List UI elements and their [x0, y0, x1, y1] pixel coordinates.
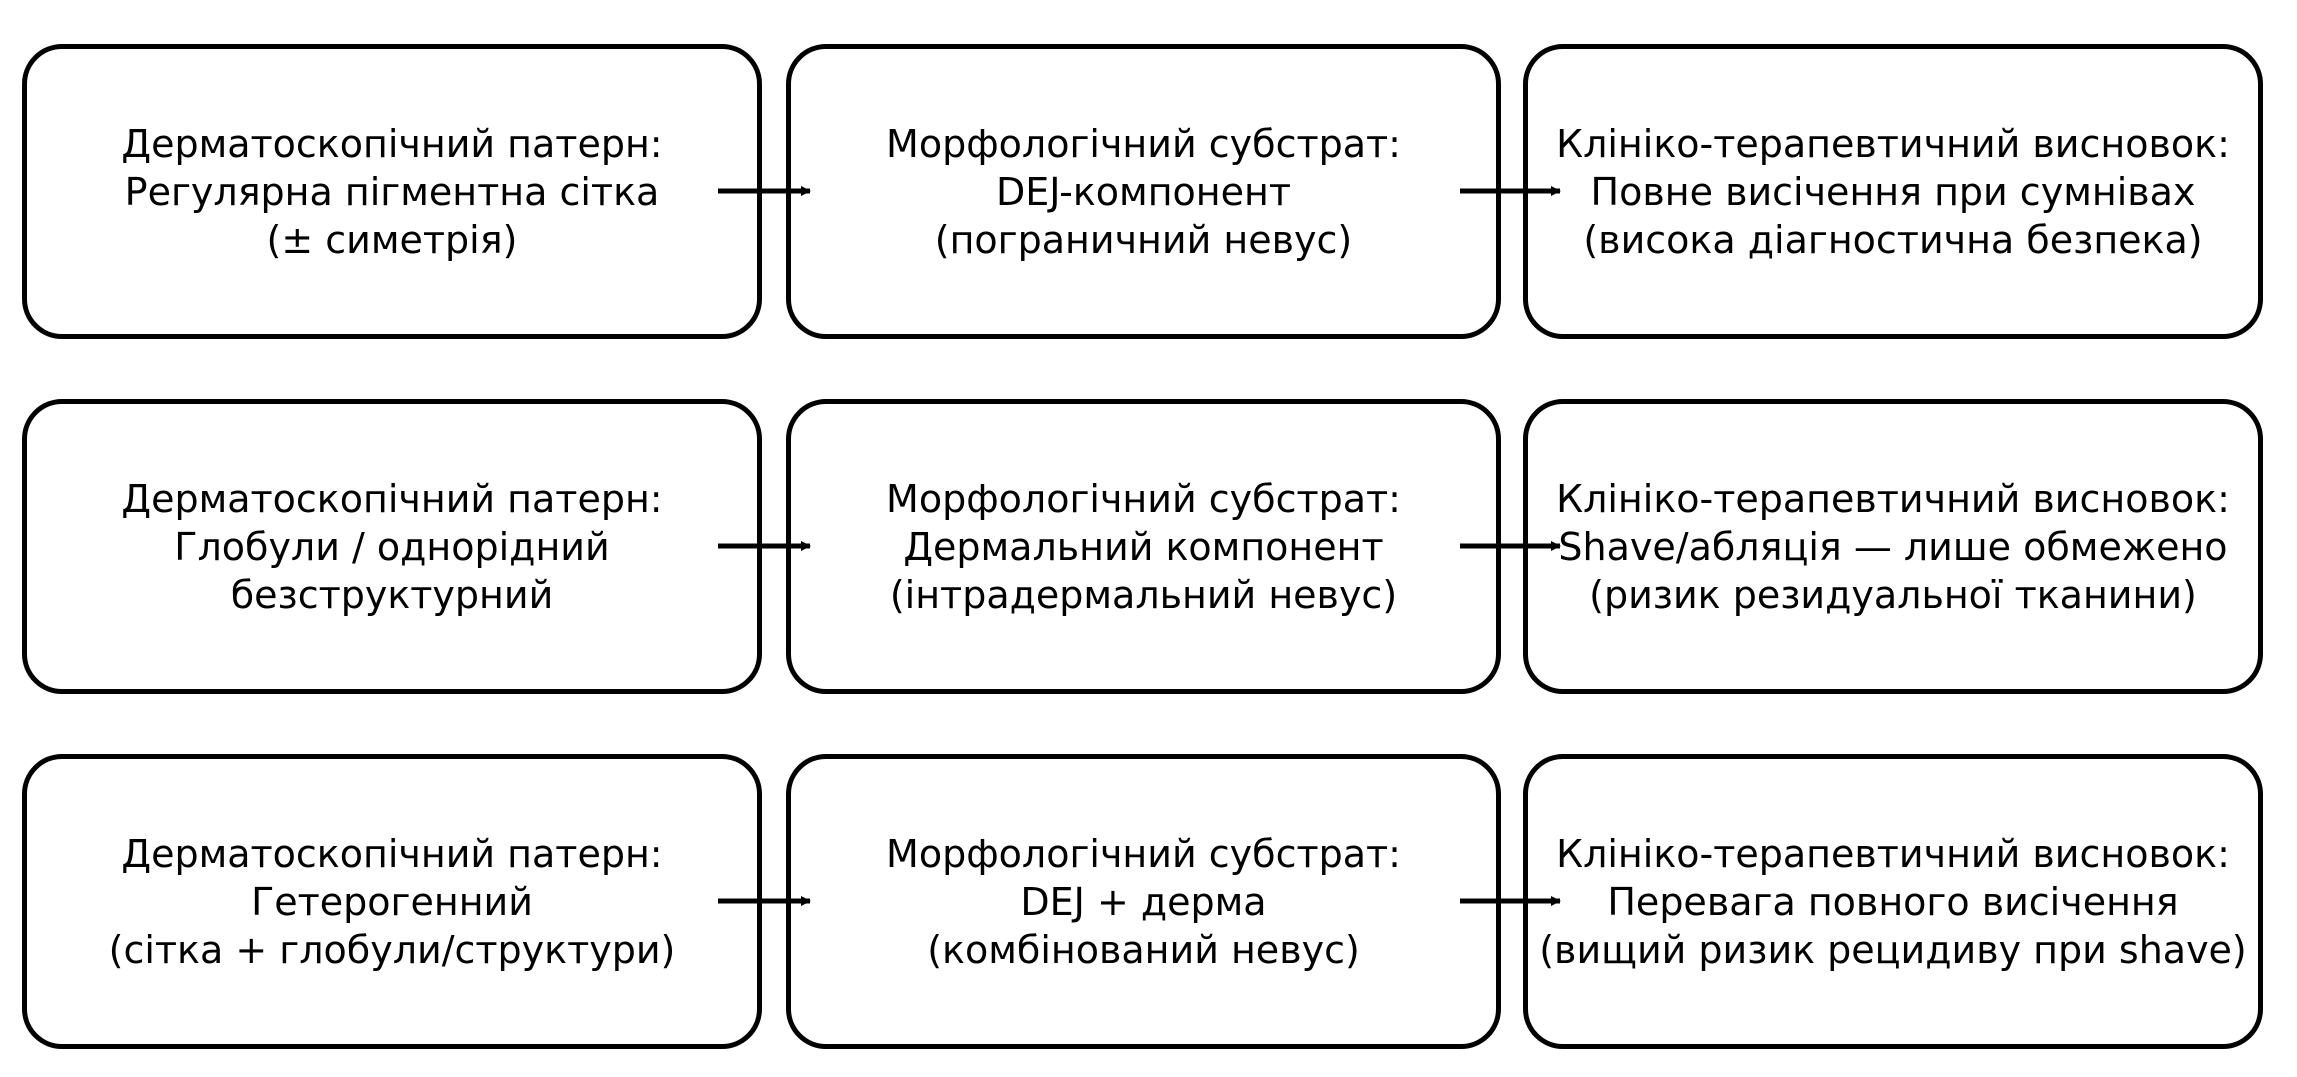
pattern-heading: Дерматоскопічний патерн:	[121, 831, 663, 876]
pattern-box-text: Дерматоскопічний патерн: Глобули / однор…	[121, 475, 662, 619]
pattern-line2: (± симетрія)	[266, 217, 518, 262]
substrate-box-dej: Морфологічний субстрат: DEJ-компонент (п…	[786, 44, 1501, 339]
conclusion-box-prefer-full-excision: Клініко-терапевтичний висновок: Перевага…	[1523, 754, 2263, 1049]
conclusion-box-shave-ablation: Клініко-терапевтичний висновок: Shave/аб…	[1523, 399, 2263, 694]
conclusion-line1: Перевага повного висічення	[1607, 879, 2179, 924]
conclusion-line1: Shave/абляція — лише обмежено	[1558, 524, 2228, 569]
pattern-box-globules: Дерматоскопічний патерн: Глобули / однор…	[22, 399, 762, 694]
conclusion-box-text: Клініко-терапевтичний висновок: Перевага…	[1539, 830, 2247, 974]
pattern-line1: Регулярна пігментна сітка	[124, 169, 660, 214]
substrate-line1: Дермальний компонент	[903, 524, 1384, 569]
conclusion-heading: Клініко-терапевтичний висновок:	[1556, 476, 2230, 521]
substrate-heading: Морфологічний субстрат:	[886, 831, 1401, 876]
substrate-box-dej-dermis: Морфологічний субстрат: DEJ + дерма (ком…	[786, 754, 1501, 1049]
pattern-heading: Дерматоскопічний патерн:	[121, 476, 663, 521]
pattern-box-text: Дерматоскопічний патерн: Регулярна пігме…	[121, 120, 662, 264]
conclusion-box-text: Клініко-терапевтичний висновок: Повне ви…	[1556, 120, 2230, 264]
pattern-line1: Гетерогенний	[251, 879, 533, 924]
pattern-heading: Дерматоскопічний патерн:	[121, 121, 663, 166]
conclusion-heading: Клініко-терапевтичний висновок:	[1556, 121, 2230, 166]
conclusion-heading: Клініко-терапевтичний висновок:	[1556, 831, 2230, 876]
conclusion-box-text: Клініко-терапевтичний висновок: Shave/аб…	[1556, 475, 2230, 619]
substrate-box-dermal: Морфологічний субстрат: Дермальний компо…	[786, 399, 1501, 694]
conclusion-box-full-excision: Клініко-терапевтичний висновок: Повне ви…	[1523, 44, 2263, 339]
substrate-box-text: Морфологічний субстрат: DEJ + дерма (ком…	[886, 830, 1401, 974]
conclusion-line1: Повне висічення при сумнівах	[1590, 169, 2196, 214]
substrate-line1: DEJ-компонент	[995, 169, 1291, 214]
pattern-line2: (сітка + глобули/структури)	[108, 927, 676, 972]
substrate-heading: Морфологічний субстрат:	[886, 476, 1401, 521]
pattern-box-text: Дерматоскопічний патерн: Гетерогенний (с…	[109, 830, 676, 974]
substrate-line2: (пограничний невус)	[934, 217, 1353, 262]
pattern-box-regular-network: Дерматоскопічний патерн: Регулярна пігме…	[22, 44, 762, 339]
conclusion-line2: (висока діагностична безпека)	[1583, 217, 2203, 262]
substrate-box-text: Морфологічний субстрат: Дермальний компо…	[886, 475, 1401, 619]
conclusion-line2: (ризик резидуальної тканини)	[1589, 572, 2197, 617]
pattern-line2: безструктурний	[230, 572, 554, 617]
pattern-line1: Глобули / однорідний	[174, 524, 610, 569]
substrate-line2: (комбінований невус)	[927, 927, 1360, 972]
substrate-heading: Морфологічний субстрат:	[886, 121, 1401, 166]
substrate-line1: DEJ + дерма	[1020, 879, 1267, 924]
conclusion-line2: (вищий ризик рецидиву при shave)	[1539, 927, 2247, 972]
substrate-box-text: Морфологічний субстрат: DEJ-компонент (п…	[886, 120, 1401, 264]
pattern-box-heterogeneous: Дерматоскопічний патерн: Гетерогенний (с…	[22, 754, 762, 1049]
substrate-line2: (інтрадермальний невус)	[889, 572, 1398, 617]
